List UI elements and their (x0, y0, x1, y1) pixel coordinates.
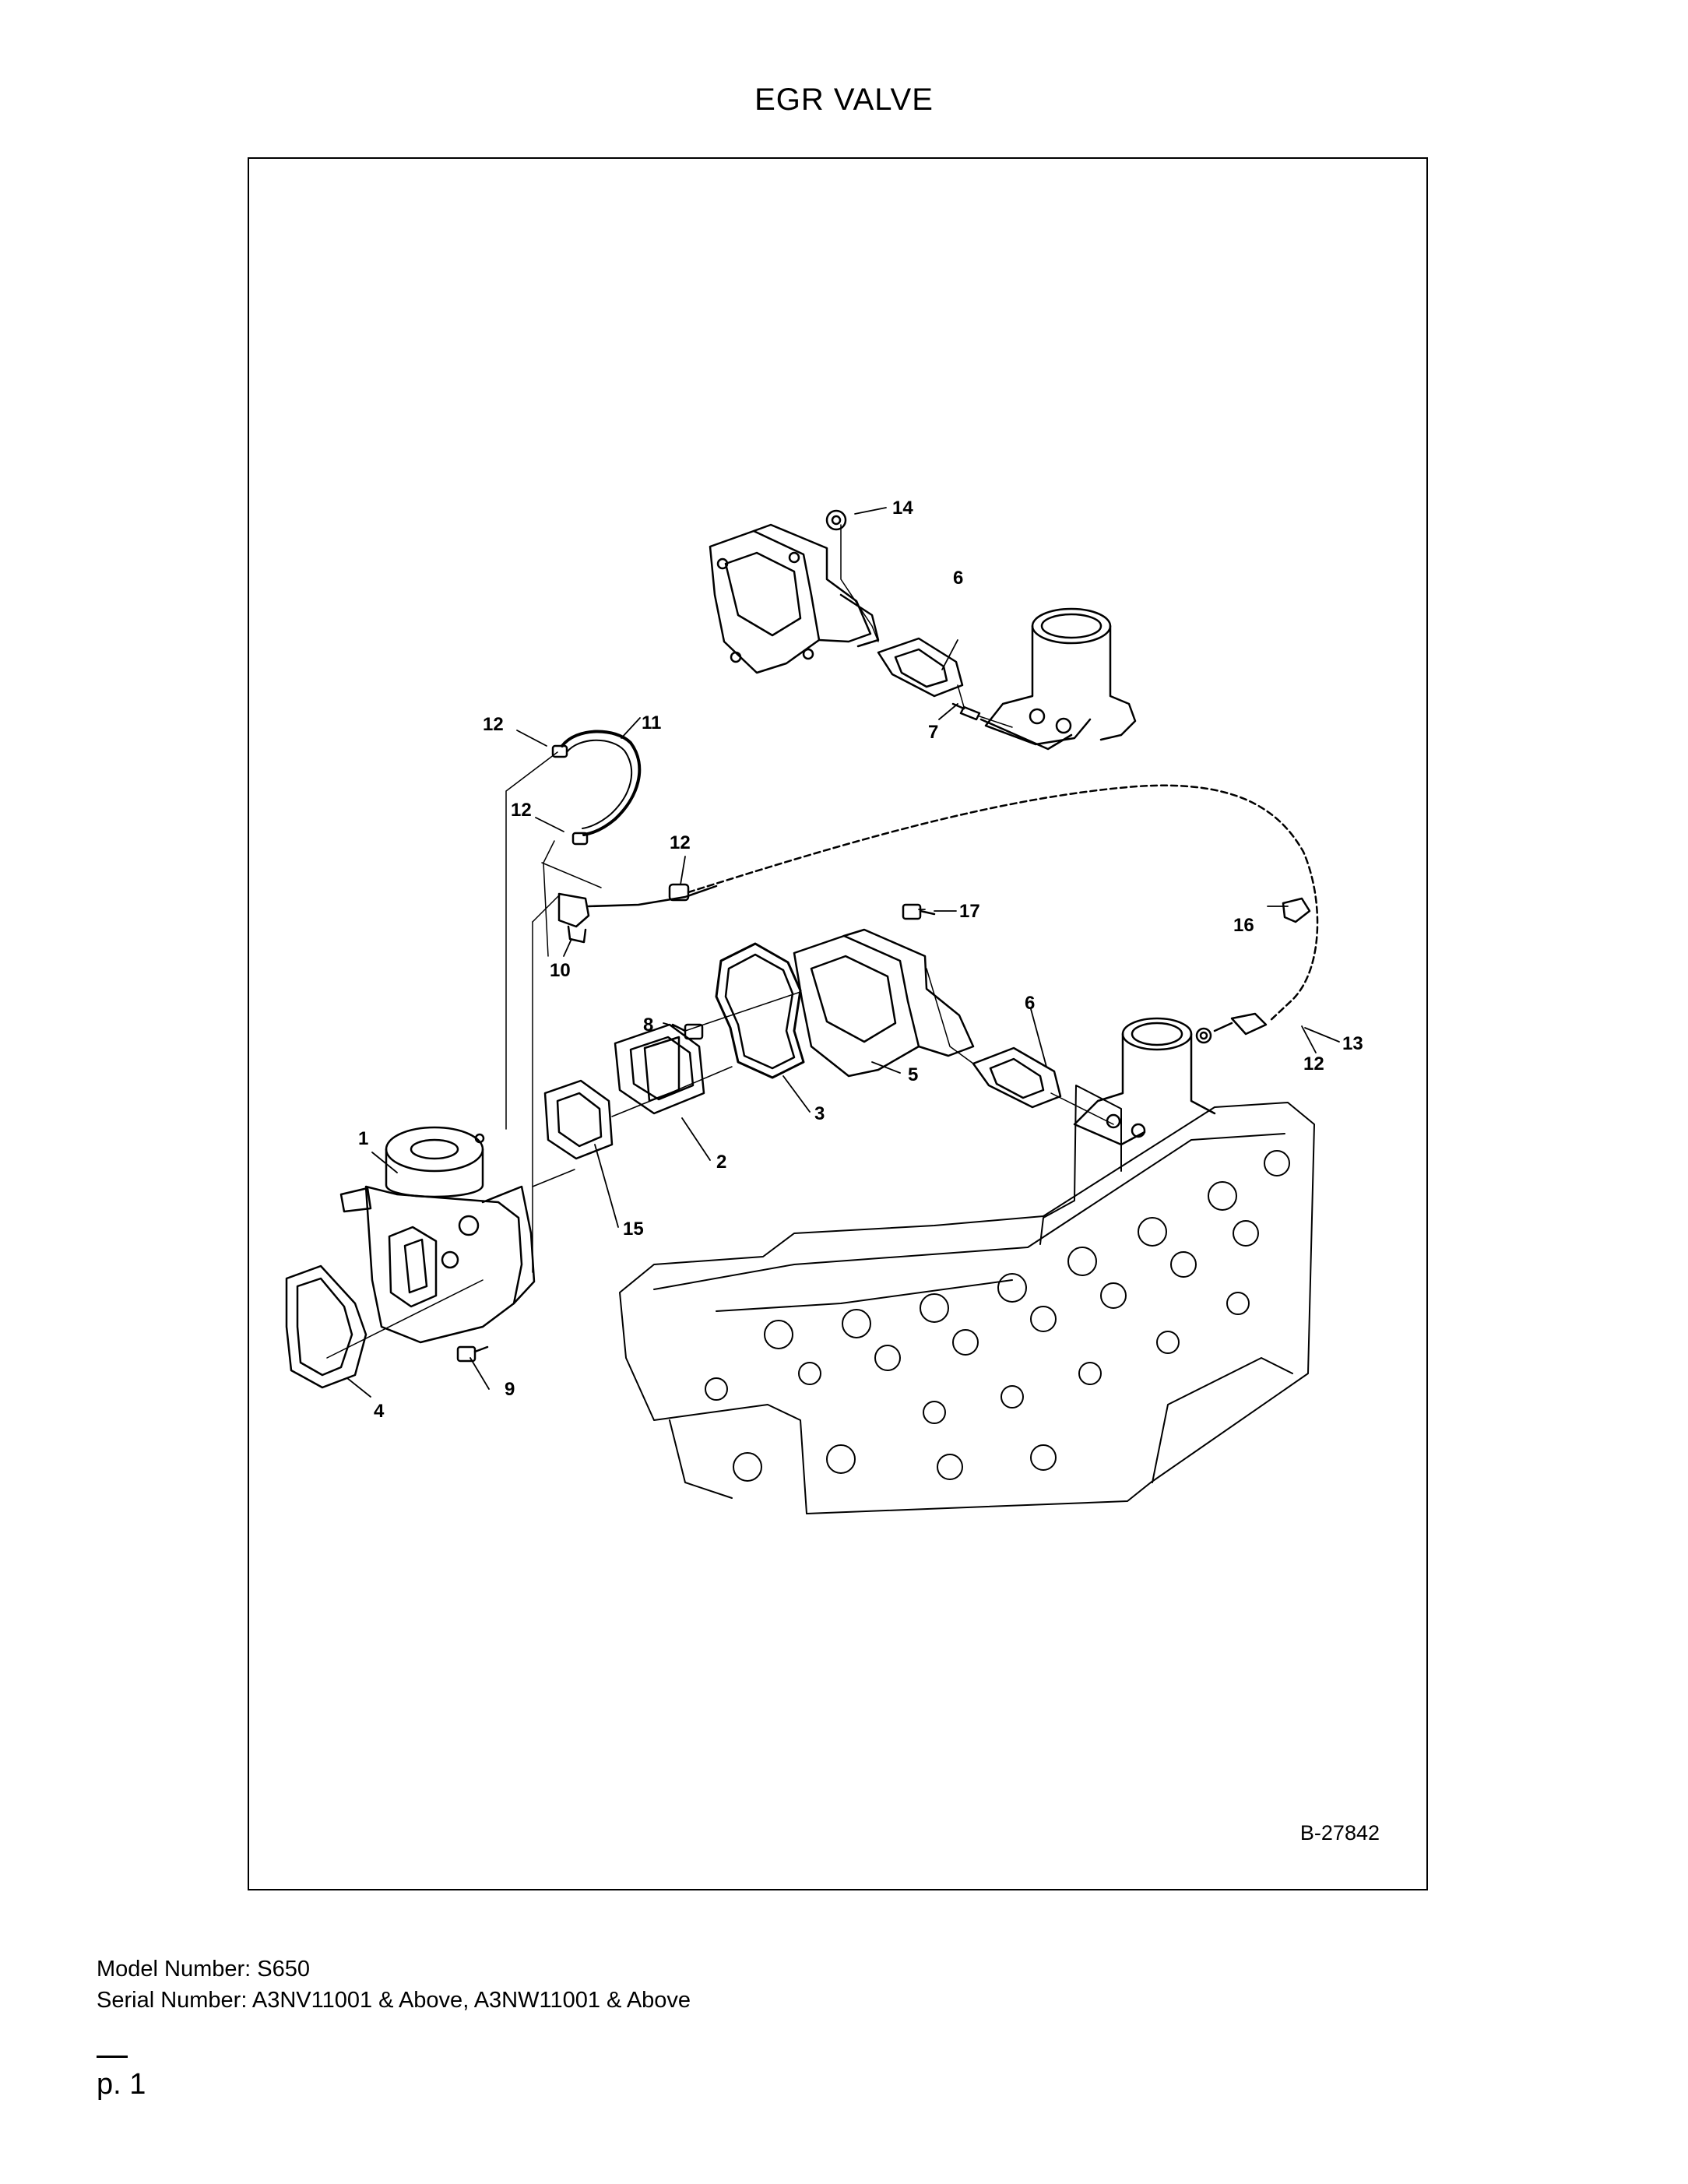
temperature-sensor-part-13 (1213, 1012, 1268, 1036)
upper-gasket-part-6 (877, 637, 964, 698)
callout-17: 17 (959, 901, 980, 922)
bolt-part-8 (671, 1023, 704, 1040)
callout-7: 7 (928, 722, 938, 743)
gasket-part-3 (715, 942, 805, 1079)
callout-9: 9 (505, 1379, 515, 1400)
exploded-parts-diagram: 14 6 7 12 11 12 12 17 16 10 6 8 13 12 5 … (285, 498, 1363, 1514)
callout-6-lower: 6 (1025, 993, 1035, 1014)
callout-6-upper: 6 (953, 568, 963, 589)
upper-elbow-pipe (979, 607, 1137, 751)
drawing-number: B-27842 (1299, 1821, 1380, 1845)
callout-12-cable: 12 (670, 832, 691, 853)
callout-15: 15 (623, 1219, 644, 1240)
lower-manifold-part-5 (793, 928, 975, 1078)
serial-number: Serial Number: A3NV11001 & Above, A3NW11… (97, 1988, 691, 2013)
egr-valve-part-1 (339, 1126, 536, 1344)
upper-manifold-part (709, 523, 880, 674)
callout-16: 16 (1233, 915, 1254, 936)
gasket-part-15 (543, 1079, 614, 1160)
hose-clamp-part-12-lower (571, 832, 589, 846)
callout-5: 5 (908, 1064, 918, 1085)
callout-2: 2 (716, 1152, 726, 1173)
callout-4: 4 (374, 1401, 385, 1422)
leader-lines (346, 507, 1340, 1398)
hose-part-11 (561, 730, 642, 836)
stud-part-7 (951, 702, 981, 721)
sensor-cable-dashed (687, 784, 1319, 1023)
page-title: EGR VALVE (754, 83, 934, 117)
callout-10: 10 (550, 960, 571, 981)
callout-13: 13 (1342, 1033, 1363, 1054)
callout-12-hose: 12 (511, 800, 532, 821)
washer-part (1195, 1027, 1212, 1044)
callout-11: 11 (642, 712, 661, 733)
nut-part-14 (825, 509, 847, 531)
head-outlet-pipe (1073, 1017, 1216, 1146)
callout-8: 8 (643, 1015, 653, 1036)
page-number: p. 1 (97, 2068, 146, 2101)
lower-gasket-part-6 (972, 1046, 1062, 1109)
page-rule (97, 2056, 128, 2058)
bolt-part-17 (902, 903, 936, 920)
hose-clamp-part-12-top (551, 744, 568, 758)
diagram-frame: 14 6 7 12 11 12 12 17 16 10 6 8 13 12 5 … (248, 157, 1428, 1890)
callout-12-sensor: 12 (1303, 1053, 1324, 1074)
model-number: Model Number: S650 (97, 1957, 311, 1982)
bolt-part-9 (456, 1345, 489, 1363)
assembly-lines (326, 524, 1114, 1359)
gasket-part-4 (285, 1264, 367, 1389)
sensor-part-10 (557, 892, 590, 944)
callout-12-top: 12 (483, 714, 504, 735)
sensor-wire (587, 885, 718, 908)
clip-part-16 (1282, 897, 1311, 923)
callout-1: 1 (358, 1128, 368, 1149)
callout-3: 3 (814, 1103, 825, 1124)
callout-14: 14 (892, 498, 913, 519)
cylinder-head (619, 1085, 1315, 1514)
